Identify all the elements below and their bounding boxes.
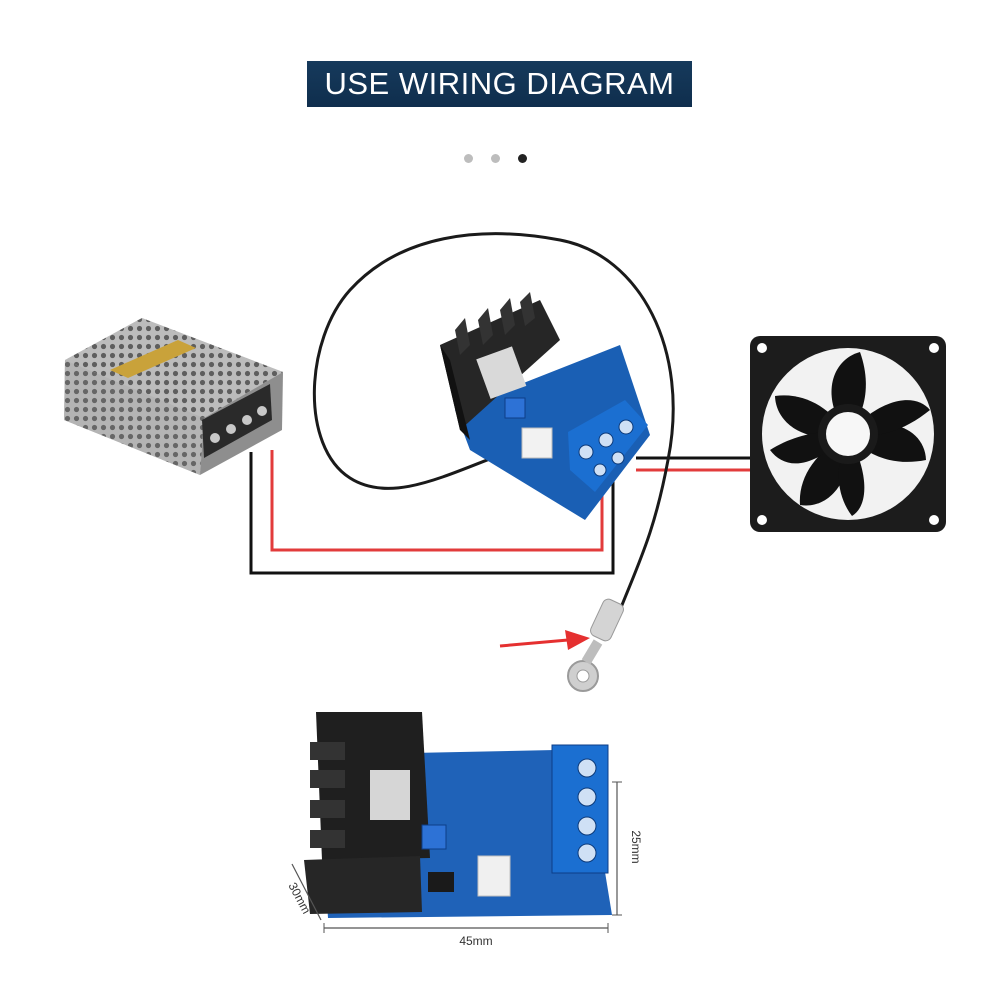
temperature-sensor-probe — [567, 598, 624, 692]
psu-label — [110, 340, 196, 378]
cooling-fan — [750, 336, 946, 532]
probe-pointer-arrow — [499, 630, 590, 650]
carousel-dots — [464, 154, 527, 163]
bottom-probe-connector — [477, 855, 511, 897]
width-dimension-label: 45mm — [459, 934, 492, 948]
carousel-dot-1[interactable] — [464, 154, 473, 163]
psu-front-vents — [64, 360, 204, 475]
psu-terminal-block — [202, 384, 272, 458]
temperature-probe-cable — [312, 232, 675, 611]
carousel-dot-3[interactable] — [518, 154, 527, 163]
psu-top-vents — [65, 318, 283, 418]
title-banner: USE WIRING DIAGRAM — [307, 61, 692, 107]
pwm-controller-board — [440, 292, 650, 520]
banner-title: USE WIRING DIAGRAM — [324, 66, 675, 101]
bottom-terminal-block — [551, 744, 609, 874]
board-dimension-view: 25mm 30mm 45mm — [286, 712, 643, 948]
bottom-potentiometer — [421, 824, 447, 850]
red-power-wire — [270, 450, 604, 552]
potentiometer — [504, 397, 526, 419]
black-power-wire — [249, 452, 615, 575]
depth-dimension-line — [291, 863, 322, 921]
bottom-switch — [428, 872, 454, 892]
carousel-dot-2[interactable] — [491, 154, 500, 163]
controller-terminal-block — [568, 400, 648, 492]
controller-heatsink — [440, 292, 560, 440]
power-supply-unit — [64, 318, 283, 475]
bottom-heatsink — [304, 712, 430, 914]
probe-connector — [521, 427, 553, 459]
height-dimension-label: 25mm — [629, 830, 643, 863]
